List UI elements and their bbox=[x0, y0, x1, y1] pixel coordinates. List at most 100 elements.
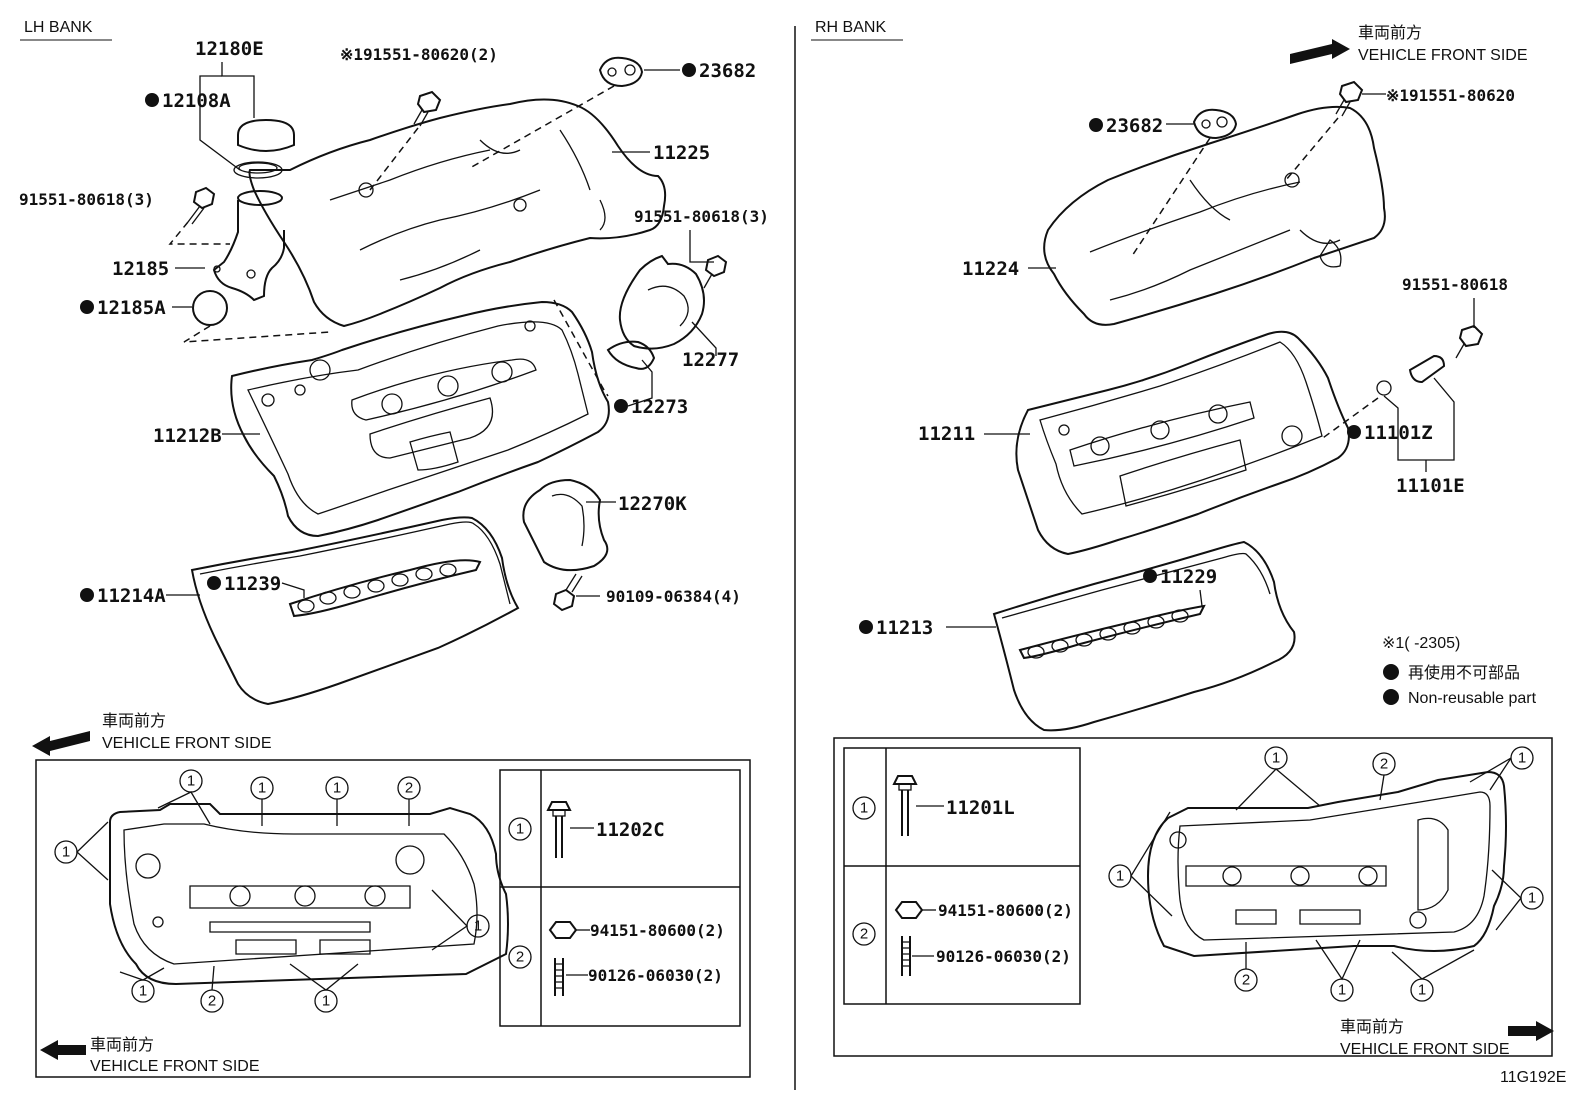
bolt-icon bbox=[187, 186, 216, 225]
part-11211: 11211 bbox=[918, 423, 975, 445]
svg-text:1: 1 bbox=[1418, 982, 1426, 999]
diagram-code: 11G192E bbox=[1500, 1069, 1566, 1086]
note-1: ※1( -2305) bbox=[1382, 635, 1460, 652]
callout-circles-right: 1 2 1 1 1 2 1 1 bbox=[1108, 746, 1544, 1002]
part-91551-80618-left-a: 91551-80618(3) bbox=[19, 190, 154, 209]
legend-num-right-2: 2 bbox=[860, 926, 868, 943]
part-12270K: 12270K bbox=[618, 493, 687, 515]
flange-bolt-icon bbox=[546, 801, 572, 858]
part-23682-right: 23682 bbox=[1106, 115, 1163, 137]
head-cover-gasket-11213 bbox=[992, 540, 1296, 732]
plug-tube-gasket-11239 bbox=[288, 559, 482, 618]
svg-text:1: 1 bbox=[187, 773, 195, 790]
legend-part-right-11201L: 11201L bbox=[946, 797, 1015, 819]
svg-text:1: 1 bbox=[139, 983, 147, 1000]
rh-bolt-detail-box bbox=[833, 737, 1553, 1057]
part-91551-80620-right: ※191551-80620 bbox=[1386, 86, 1515, 105]
front-arrow-icon bbox=[32, 731, 90, 756]
engine-cover-11225 bbox=[248, 98, 667, 328]
part-11225: 11225 bbox=[653, 142, 710, 164]
non-reusable-jp: 再使用不可部品 bbox=[1408, 663, 1520, 682]
svg-text:1: 1 bbox=[322, 993, 330, 1010]
plug-tube-gasket-11229 bbox=[1018, 604, 1206, 660]
legend-part-left-94151: 94151-80600(2) bbox=[590, 921, 725, 940]
front-arrow-icon bbox=[1508, 1021, 1554, 1041]
svg-text:2: 2 bbox=[208, 993, 216, 1010]
rh-bank-label: RH BANK bbox=[815, 19, 886, 36]
stud-bolt-icon bbox=[901, 936, 911, 976]
part-91551-80620-left: ※191551-80620(2) bbox=[340, 45, 498, 64]
part-12180E: 12180E bbox=[195, 38, 264, 60]
lh-bolt-detail-box bbox=[35, 759, 751, 1078]
legend-num-left-1: 1 bbox=[516, 821, 524, 838]
legend-part-left-90126: 90126-06030(2) bbox=[588, 966, 723, 985]
flange-bolt-icon bbox=[892, 775, 918, 836]
cam-sensor-11101E bbox=[1376, 354, 1446, 396]
cylinder-head-cover-11211 bbox=[1015, 330, 1350, 556]
part-91551-80618-right: 91551-80618 bbox=[1402, 275, 1508, 294]
nut-icon bbox=[894, 901, 924, 919]
detail-front-en-right: VEHICLE FRONT SIDE bbox=[1340, 1041, 1510, 1058]
lh-bank-label: LH BANK bbox=[24, 19, 93, 36]
svg-text:1: 1 bbox=[1528, 890, 1536, 907]
pcv-case-12270K bbox=[522, 478, 609, 572]
svg-text:1: 1 bbox=[1272, 750, 1280, 767]
part-12108A: 12108A bbox=[162, 90, 231, 112]
rh-bolt-legend: 1 2 11201L 94151-80600(2) 90126-06030(2) bbox=[843, 747, 1081, 1005]
detail-front-jp-right: 車両前方 bbox=[1340, 1017, 1404, 1036]
lh-bolt-legend: 1 2 11202C 94151-80600(2) 90126-06030(2) bbox=[499, 769, 741, 1027]
legend-num-right-1: 1 bbox=[860, 800, 868, 817]
gasket-12273 bbox=[606, 340, 656, 370]
svg-text:2: 2 bbox=[1242, 972, 1250, 989]
svg-text:1: 1 bbox=[1518, 750, 1526, 767]
front-arrow-icon bbox=[1290, 39, 1350, 64]
front-arrow-icon bbox=[40, 1040, 86, 1060]
detail-front-en-left: VEHICLE FRONT SIDE bbox=[90, 1058, 260, 1075]
part-11212B: 11212B bbox=[153, 425, 222, 447]
part-90109-06384: 90109-06384(4) bbox=[606, 587, 741, 606]
legend-part-right-90126: 90126-06030(2) bbox=[936, 947, 1071, 966]
part-11214A: 11214A bbox=[97, 585, 166, 607]
oil-filler-pipe bbox=[212, 190, 285, 302]
svg-text:1: 1 bbox=[333, 780, 341, 797]
part-11229: 11229 bbox=[1160, 566, 1217, 588]
legend-num-left-2: 2 bbox=[516, 949, 524, 966]
part-11213: 11213 bbox=[876, 617, 933, 639]
callout-circles-left: 1 1 1 2 1 1 1 2 1 bbox=[54, 769, 490, 1013]
front-label-jp-left: 車両前方 bbox=[102, 711, 166, 730]
part-12277: 12277 bbox=[682, 349, 739, 371]
gasket-23682 bbox=[598, 56, 644, 88]
rh-cover-top-view bbox=[1146, 770, 1507, 958]
part-11239: 11239 bbox=[224, 573, 281, 595]
gasket-23682 bbox=[1192, 108, 1238, 140]
front-label-en-right: VEHICLE FRONT SIDE bbox=[1358, 47, 1528, 64]
non-reusable-en: Non-reusable part bbox=[1408, 690, 1537, 707]
engine-cover-11224 bbox=[1043, 105, 1386, 326]
part-12273: 12273 bbox=[631, 396, 688, 418]
detail-front-jp-left: 車両前方 bbox=[90, 1035, 154, 1054]
part-91551-80618-left-b: 91551-80618(3) bbox=[634, 207, 769, 226]
svg-text:1: 1 bbox=[474, 918, 482, 935]
svg-text:1: 1 bbox=[1116, 868, 1124, 885]
legend-part-left-11202C: 11202C bbox=[596, 819, 665, 841]
cylinder-head-cover-11212B bbox=[230, 300, 610, 538]
bolt-icon bbox=[1335, 80, 1364, 117]
svg-text:1: 1 bbox=[258, 780, 266, 797]
bolt-icon bbox=[1455, 324, 1484, 359]
separator-cover-12277 bbox=[618, 254, 705, 350]
head-cover-gasket-11214A bbox=[190, 516, 520, 706]
bolt-icon bbox=[552, 573, 583, 612]
part-11224: 11224 bbox=[962, 258, 1019, 280]
part-23682-left: 23682 bbox=[699, 60, 756, 82]
svg-text:2: 2 bbox=[405, 780, 413, 797]
non-reusable-bullet-icon bbox=[1383, 664, 1399, 680]
front-label-en-left: VEHICLE FRONT SIDE bbox=[102, 735, 272, 752]
svg-text:2: 2 bbox=[1380, 756, 1388, 773]
front-label-jp-right: 車両前方 bbox=[1358, 23, 1422, 42]
nut-icon bbox=[548, 921, 578, 939]
non-reusable-bullet-icon bbox=[1383, 689, 1399, 705]
part-12185A: 12185A bbox=[97, 297, 166, 319]
svg-text:1: 1 bbox=[62, 844, 70, 861]
lh-cover-top-view bbox=[108, 803, 509, 986]
